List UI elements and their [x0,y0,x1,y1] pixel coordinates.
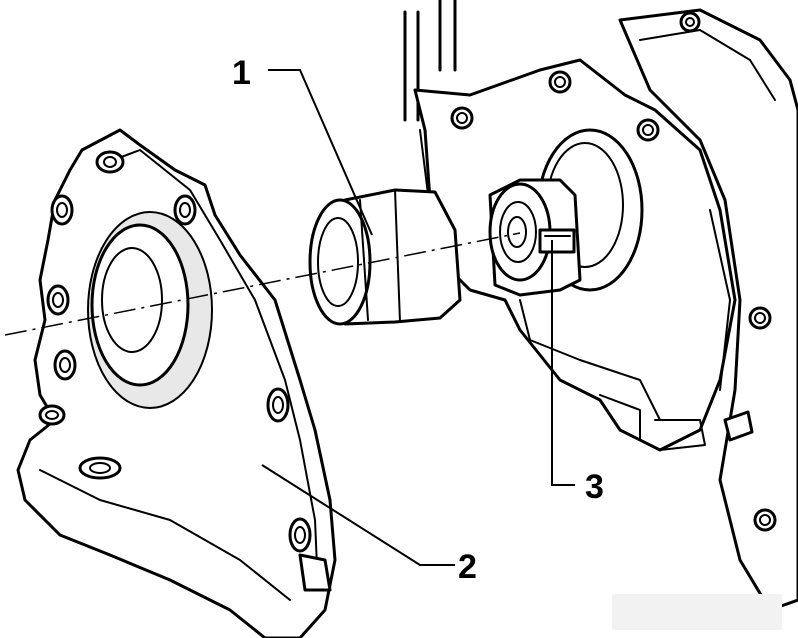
front-cover-plate-2 [16,128,337,638]
sleeve-tool-1 [308,188,462,326]
callout-2: 2 [458,548,477,586]
callout-3: 3 [585,468,604,506]
callout-1: 1 [232,54,251,92]
shaft-nose-3 [488,178,582,297]
leader-lines [261,69,575,566]
housing-bolt-bosses [450,11,777,532]
engine-block [403,0,798,612]
center-axis-line [4,232,521,336]
watermark-area [612,594,782,630]
cover-bolt-holes [38,150,312,553]
